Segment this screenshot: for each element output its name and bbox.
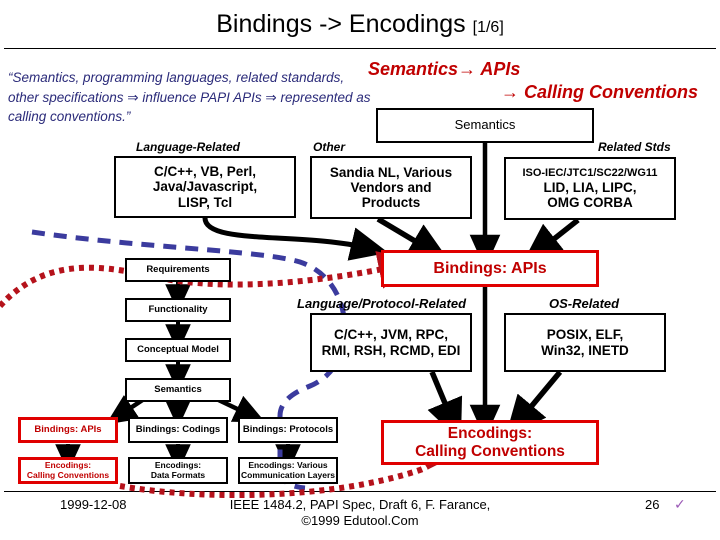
red-heading: Semantics→ APIs → Calling Conventions <box>368 58 698 103</box>
box-related-stds[interactable]: ISO-IEC/JTC1/SC22/WG11 LID, LIA, LIPC, O… <box>504 157 676 220</box>
mini-box-bindings-protocols[interactable]: Bindings: Protocols <box>238 417 338 443</box>
box-language-protocol-related[interactable]: C/C++, JVM, RPC, RMI, RSH, RCMD, EDI <box>310 313 472 372</box>
caption-language-protocol-related: Language/Protocol-Related <box>297 296 467 311</box>
caption-other: Other <box>313 140 346 154</box>
footer-citation-line2: ©1999 Edutool.Com <box>301 513 419 529</box>
box-os-related[interactable]: POSIX, ELF, Win32, INETD <box>504 313 666 372</box>
semantics-box[interactable]: Semantics <box>376 108 594 143</box>
mini-box-requirements[interactable]: Requirements <box>125 258 231 282</box>
red-heading-line2: → Calling Conventions <box>500 81 698 102</box>
check-icon: ✓ <box>674 496 686 512</box>
quote-text: “Semantics, programming languages, relat… <box>8 70 371 125</box>
mini-box-encodings-calling-conventions[interactable]: Encodings: Calling Conventions <box>18 457 118 484</box>
mini-box-semantics[interactable]: Semantics <box>125 378 231 402</box>
box-other[interactable]: Sandia NL, Various Vendors and Products <box>310 156 472 219</box>
header-divider <box>4 48 716 49</box>
footer-date: 1999-12-08 <box>60 497 127 512</box>
box-encodings-calling-conventions[interactable]: Encodings: Calling Conventions <box>381 420 599 465</box>
box-bindings-apis[interactable]: Bindings: APIs <box>381 250 599 287</box>
footer-citation-line1: IEEE 1484.2, PAPI Spec, Draft 6, F. Fara… <box>229 497 491 512</box>
footer-page-number: 26 <box>645 497 660 512</box>
mini-box-conceptual-model[interactable]: Conceptual Model <box>125 338 231 362</box>
footer-divider <box>4 491 716 492</box>
mini-box-encodings-communication-layers[interactable]: Encodings: Various Communication Layers <box>238 457 338 484</box>
mini-box-bindings-codings[interactable]: Bindings: Codings <box>128 417 228 443</box>
footer-citation: IEEE 1484.2, PAPI Spec, Draft 6, F. Fara… <box>0 497 720 530</box>
box-related-stds-line2: LID, LIA, LIPC, OMG CORBA <box>543 179 637 210</box>
slide-title-main: Bindings -> Encodings <box>216 10 466 38</box>
mini-box-bindings-apis[interactable]: Bindings: APIs <box>18 417 118 443</box>
box-language-related[interactable]: C/C++, VB, Perl, Java/Javascript, LISP, … <box>114 156 296 218</box>
caption-os-related: OS-Related <box>549 296 620 311</box>
caption-related-stds: Related Stds <box>598 140 671 154</box>
mini-box-encodings-data-formats[interactable]: Encodings: Data Formats <box>128 457 228 484</box>
slide-title-subcount: [1/6] <box>472 19 504 36</box>
mini-box-functionality[interactable]: Functionality <box>125 298 231 322</box>
red-heading-line1: Semantics→ APIs <box>368 59 521 79</box>
caption-language-related: Language-Related <box>136 140 241 154</box>
box-related-stds-line1: ISO-IEC/JTC1/SC22/WG11 <box>522 167 658 180</box>
slide-title: Bindings -> Encodings [1/6] <box>0 10 720 39</box>
